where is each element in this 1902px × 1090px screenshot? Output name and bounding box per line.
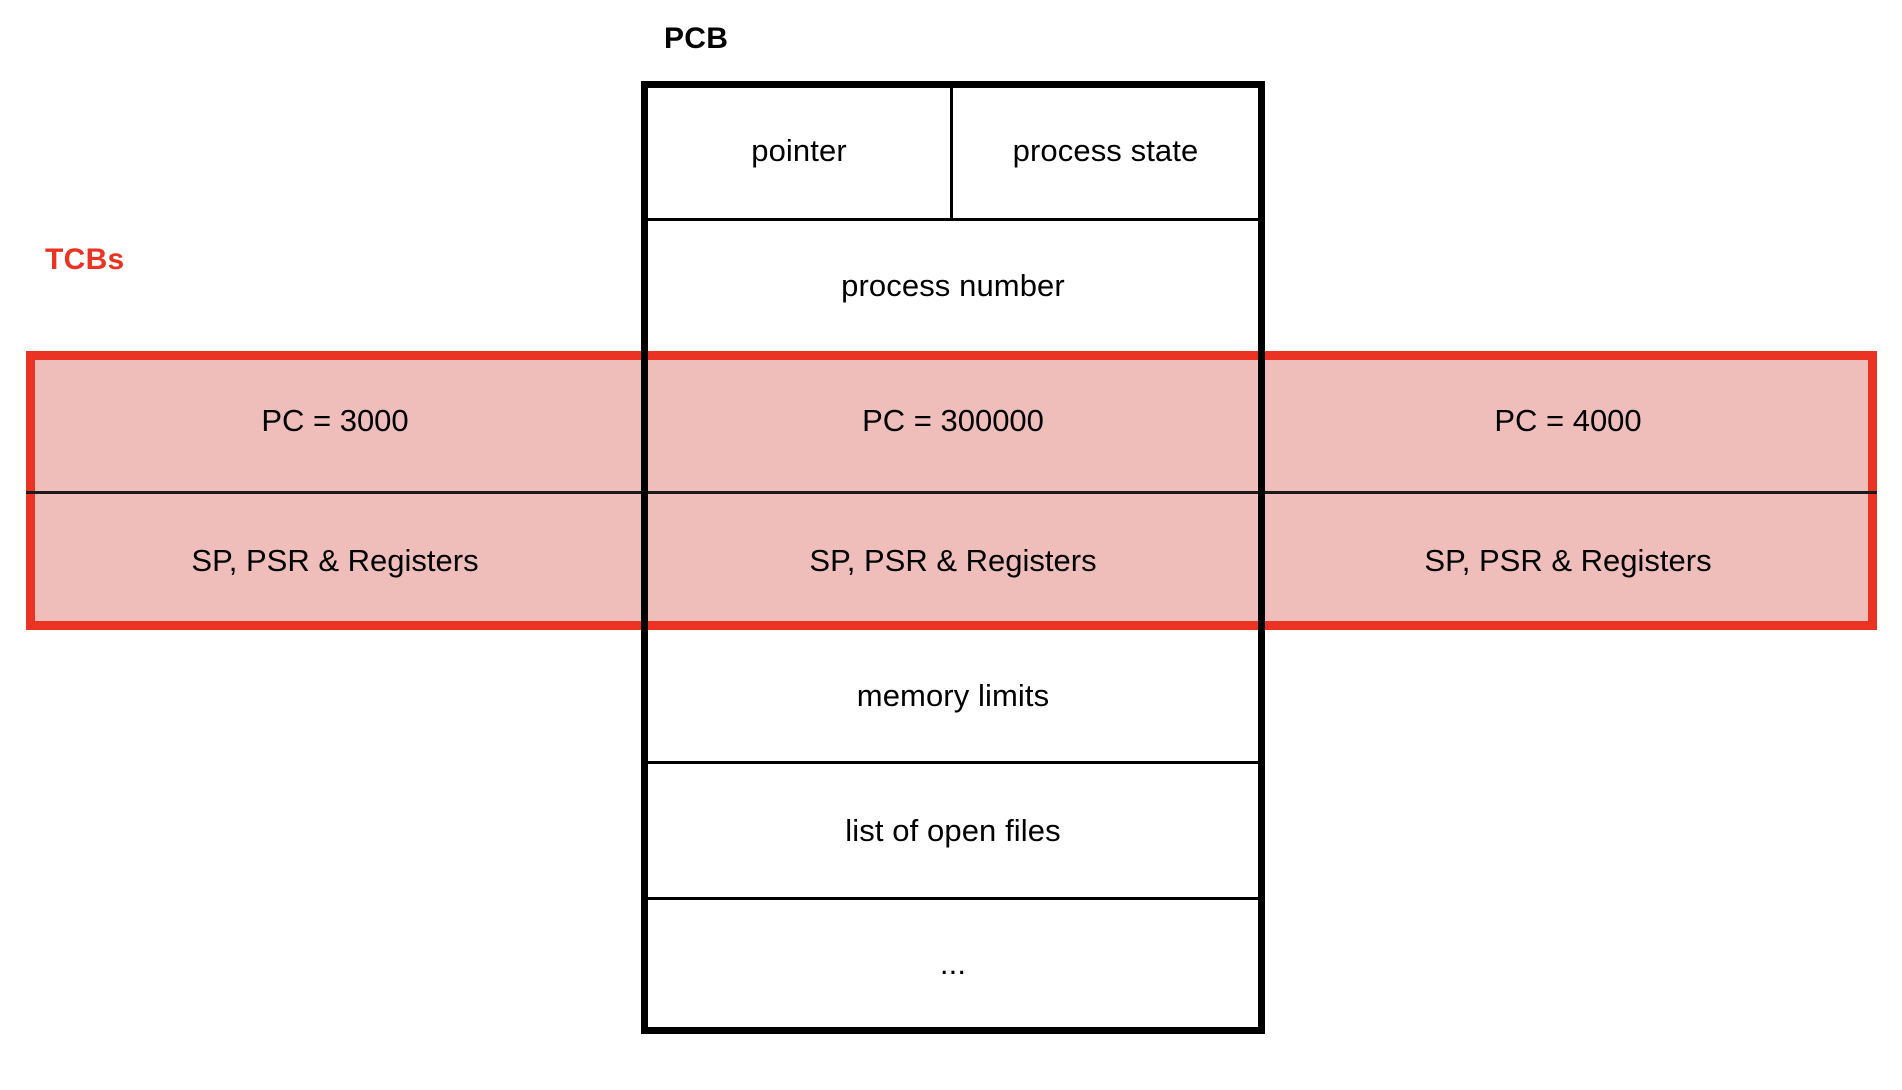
pcb-cell-open-files: list of open files bbox=[845, 812, 1061, 848]
tcbs-title-label: TCBs bbox=[45, 243, 125, 276]
pcb-cell-process-state: process state bbox=[1012, 133, 1199, 168]
tcb-left-registers: SP, PSR & Registers bbox=[191, 542, 479, 578]
pcb-cell-pointer: pointer bbox=[751, 133, 847, 168]
tcb-row-divider bbox=[26, 491, 1877, 494]
pcb-divider-openfiles-ellipsis bbox=[641, 897, 1265, 900]
pcb-cell-process-number: process number bbox=[841, 268, 1065, 303]
tcb-right-registers: SP, PSR & Registers bbox=[1424, 542, 1712, 578]
pcb-divider-pointer-processnumber bbox=[641, 218, 1265, 221]
tcb-band bbox=[26, 351, 1877, 630]
pcb-title-label: PCB bbox=[664, 22, 729, 55]
tcb-middle-pc: PC = 300000 bbox=[862, 403, 1044, 438]
tcb-right-pc: PC = 4000 bbox=[1494, 403, 1642, 438]
tcb-left-pc: PC = 3000 bbox=[261, 403, 409, 438]
pcb-cell-ellipsis: ... bbox=[939, 945, 967, 981]
pcb-divider-memorylimits-openfiles bbox=[641, 761, 1265, 764]
pcb-cell-memory-limits: memory limits bbox=[856, 678, 1050, 713]
pcb-divider-pointer-processstate bbox=[950, 84, 953, 218]
pcb-box bbox=[641, 81, 1265, 1034]
tcb-middle-registers: SP, PSR & Registers bbox=[809, 542, 1097, 578]
